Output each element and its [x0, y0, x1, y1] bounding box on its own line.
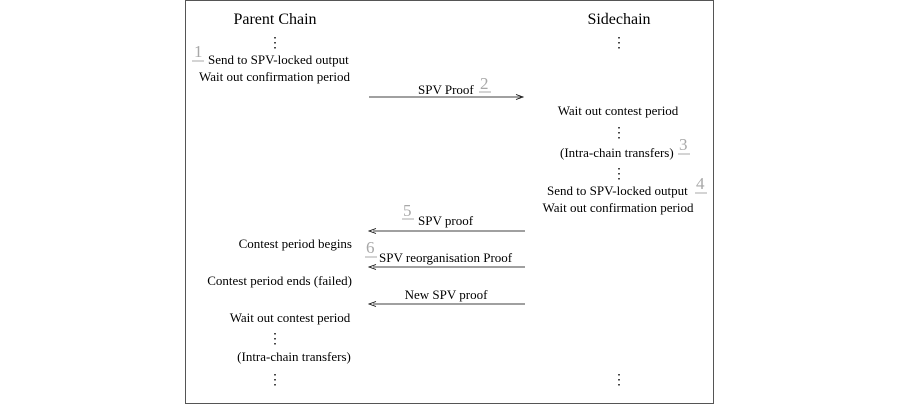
- parent-bottom-ellipsis: ⋮: [268, 373, 282, 388]
- parent-wait-out-contest-period: Wait out contest period: [230, 310, 351, 325]
- step-2-number: 2: [480, 74, 489, 93]
- step-3-number: 3: [679, 135, 688, 154]
- side-bottom-ellipsis: ⋮: [612, 373, 626, 388]
- diagram-frame: [185, 0, 714, 404]
- step-4-number: 4: [696, 174, 705, 193]
- side-intra-chain-transfers: (Intra-chain transfers): [560, 145, 674, 160]
- parent-intra-chain-transfers: (Intra-chain transfers): [237, 349, 351, 364]
- side-top-ellipsis: ⋮: [612, 36, 626, 51]
- side-wait-out-contest-period: Wait out contest period: [558, 103, 679, 118]
- spv-proof-message-label: SPV Proof: [418, 82, 474, 97]
- spv-proof-arrowhead-right: [515, 94, 525, 100]
- side-send-to-spv-locked-output: Send to SPV-locked output: [547, 183, 688, 198]
- parent-contest-period-ends-failed: Contest period ends (failed): [207, 273, 352, 288]
- new-spv-proof-arrowhead-left: [367, 301, 377, 307]
- step-5-number: 5: [403, 201, 412, 220]
- parent-ellipsis-1: ⋮: [268, 332, 282, 347]
- spv-proof-arrowhead-left: [367, 228, 377, 234]
- spv-reorg-arrowhead-left: [367, 264, 377, 270]
- parent-top-ellipsis: ⋮: [268, 36, 282, 51]
- parent-wait-out-confirmation-period: Wait out confirmation period: [199, 69, 350, 84]
- spv-reorganisation-proof-label: SPV reorganisation Proof: [379, 250, 513, 265]
- new-spv-proof-label: New SPV proof: [405, 287, 488, 302]
- parent-send-to-spv-locked-output: Send to SPV-locked output: [208, 52, 349, 67]
- side-ellipsis-2: ⋮: [612, 167, 626, 182]
- spv-proof-return-label: SPV proof: [418, 213, 474, 228]
- parent-chain-header: Parent Chain: [233, 11, 316, 28]
- parent-contest-period-begins: Contest period begins: [239, 236, 352, 251]
- step-6-number: 6: [366, 238, 375, 257]
- step-1-number: 1: [194, 42, 203, 61]
- side-wait-out-confirmation-period: Wait out confirmation period: [543, 200, 694, 215]
- sidechain-header: Sidechain: [587, 11, 650, 28]
- side-ellipsis-1: ⋮: [612, 126, 626, 141]
